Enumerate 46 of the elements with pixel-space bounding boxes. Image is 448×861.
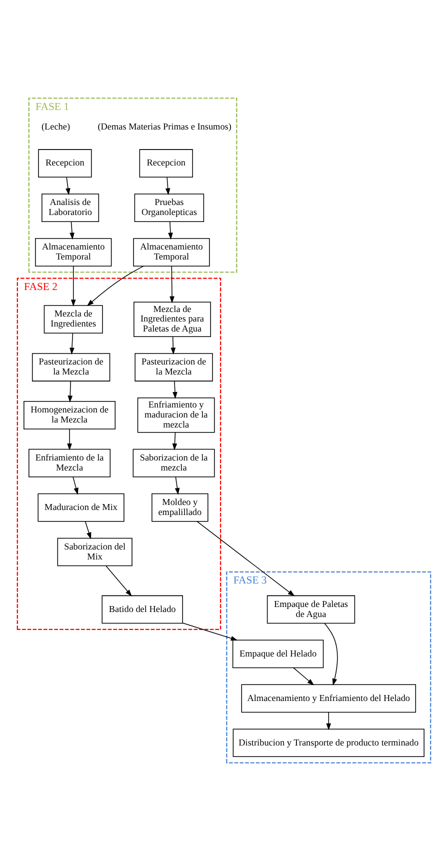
arrow <box>293 667 314 686</box>
arrow <box>170 266 174 304</box>
arrow <box>168 221 173 240</box>
arrow <box>84 521 92 540</box>
node-box: Distribucion y Transporte de producto terminado <box>232 728 424 758</box>
arrow <box>68 380 73 403</box>
node-box: Batido del Helado <box>102 595 183 624</box>
arrow <box>72 476 78 495</box>
arrow <box>106 566 132 596</box>
arrow <box>165 176 170 196</box>
node-box: Pruebas Organolepticas <box>134 194 204 222</box>
arrow <box>172 380 178 399</box>
node-label: (Leche) <box>41 122 70 132</box>
node-box: Pasteurizacion de la Mezcla <box>32 353 110 382</box>
node-box: Almacenamiento Temporal <box>133 238 210 266</box>
arrow <box>66 176 70 196</box>
node-box: Enfriamiento de la Mezcla <box>28 448 111 478</box>
node-box: Recepcion <box>139 149 193 178</box>
arrow <box>170 336 176 355</box>
node-box: Almacenamiento Temporal <box>35 238 112 266</box>
node-box: Saborizacion de la mezcla <box>132 448 215 478</box>
node-box: Saborizacion del Mix <box>57 538 132 566</box>
arrow <box>70 266 76 306</box>
arrow <box>70 332 74 355</box>
node-box: Almacenamiento y Enfriamiento del Helado <box>241 684 416 713</box>
node-box: Recepcion <box>38 149 92 178</box>
node-box: Mezcla de Ingredientes <box>44 305 103 334</box>
node-box: Mezcla de Ingredientes para Paletas de Agua <box>134 302 211 337</box>
arrow <box>67 428 72 450</box>
node-box: Enfriamiento y maduracion de la mezcla <box>137 398 215 433</box>
node-label: (Demas Materias Primas e Insumos) <box>98 122 232 132</box>
arrow <box>324 622 338 686</box>
arrow <box>182 622 238 641</box>
node-box: Moldeo y empalillado <box>152 493 208 522</box>
arrow <box>70 221 74 240</box>
node-box: Homogeneizacion de la Mezcla <box>24 400 116 430</box>
node-box: Maduracion de Mix <box>38 493 124 522</box>
node-box: Pasteurizacion de la Mezcla <box>134 353 213 382</box>
arrow <box>174 476 180 495</box>
node-box: Empaque del Helado <box>232 640 324 668</box>
node-box: Empaque de Paletas de Agua <box>266 595 356 624</box>
arrow <box>172 432 178 450</box>
arrow <box>196 521 295 596</box>
arrow <box>86 266 144 306</box>
arrow <box>326 712 332 730</box>
node-box: Analisis de Laboratorio <box>42 194 100 222</box>
